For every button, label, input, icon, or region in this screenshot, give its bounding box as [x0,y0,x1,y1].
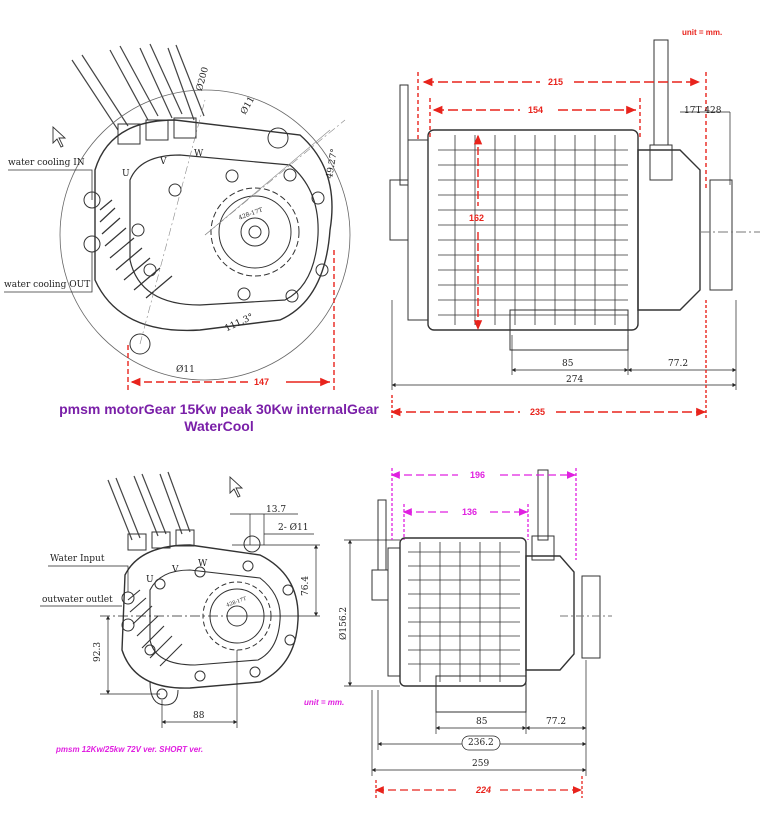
power-cables-bottom [107,471,191,541]
dim-88-label: 88 [193,711,205,721]
phase-u-label-bottom: U [146,575,154,585]
phase-v-label-bottom: V [172,565,179,575]
unit-note-top: unit = mm. [682,28,723,37]
dim-274-label: 274 [566,375,584,385]
motor-fins [438,135,628,325]
dim-85-label-bottom: 85 [476,717,488,727]
dim-77-label: 77.2 [668,359,689,369]
dim-196-label: 196 [470,470,486,480]
bottom-side-view [371,469,612,713]
dim-235-label: 235 [530,407,546,417]
gearbox-housing-bottom [121,544,299,689]
caption-bottom: pmsm 12Kw/25kw 72V ver. SHORT ver. [56,745,204,754]
label-water-in: water cooling IN [8,158,85,168]
dim-77-label-bottom: 77.2 [546,717,567,727]
cooling-fins [99,199,173,299]
dim-13-7-label: 13.7 [266,505,287,515]
label-sprocket-side: 17T 428 [684,106,722,116]
dim-259-label: 259 [472,759,490,769]
water-pipe-top [399,84,409,186]
power-cables [71,43,205,131]
label-outwater-outlet: outwater outlet [42,595,113,605]
phase-w-label: W [194,149,204,159]
water-out-fitting [83,235,101,253]
dim-156-label: Ø156.2 [339,606,349,640]
bottom-end-view [107,471,299,706]
end-cap-left [407,139,429,321]
label-water-input: Water Input [50,554,105,564]
gearbox-housing [94,119,333,332]
housing-bolts [131,168,329,303]
dim-224-label: 224 [476,785,492,795]
sprocket [210,187,300,277]
dim-147 [127,250,335,390]
sprocket-side [709,179,733,291]
gearbox-side [637,149,701,311]
dim-92-3-label: 92.3 [93,641,103,662]
dim-147-label: 147 [254,377,270,387]
dim-85-label: 85 [562,359,574,369]
dim-162-label: 162 [469,213,485,223]
mount-circle [59,89,351,381]
cursor-arrow-icon [229,475,244,498]
phase-w-label-bottom: W [198,559,208,569]
mount-lug-bottom [149,681,179,706]
top-side-view [389,39,760,351]
dim-76-4-label: 76.4 [301,575,311,596]
sprocket-side-bottom [581,575,601,659]
label-dia-11-bottom: Ø11 [176,365,195,375]
top-end-view [59,43,351,381]
caption-line-2: WaterCool [184,418,254,434]
cable-exit-bottom [537,469,549,541]
dim-136-label: 136 [462,507,478,517]
water-pipe-bottom [377,499,387,571]
cooling-fins-bottom [127,589,183,667]
dim-236-label: 236.2 [468,738,494,748]
caption-top: pmsm motorGear 15Kw peak 30Kw internalGe… [54,401,384,435]
dim-215-label: 215 [548,77,564,87]
unit-note-bottom: unit = mm. [304,698,345,707]
motor-base [509,309,629,351]
cursor-arrow-icon [52,125,67,148]
motor-base-bottom [435,675,527,713]
label-holes: 2- Ø11 [278,523,309,533]
cable-exit [653,39,669,146]
phase-u-label: U [122,169,130,179]
caption-line-1: pmsm motorGear 15Kw peak 30Kw internalGe… [59,401,379,417]
label-water-out: water cooling OUT [4,280,91,290]
dim-154-label: 154 [528,105,544,115]
phase-v-label: V [160,157,167,167]
